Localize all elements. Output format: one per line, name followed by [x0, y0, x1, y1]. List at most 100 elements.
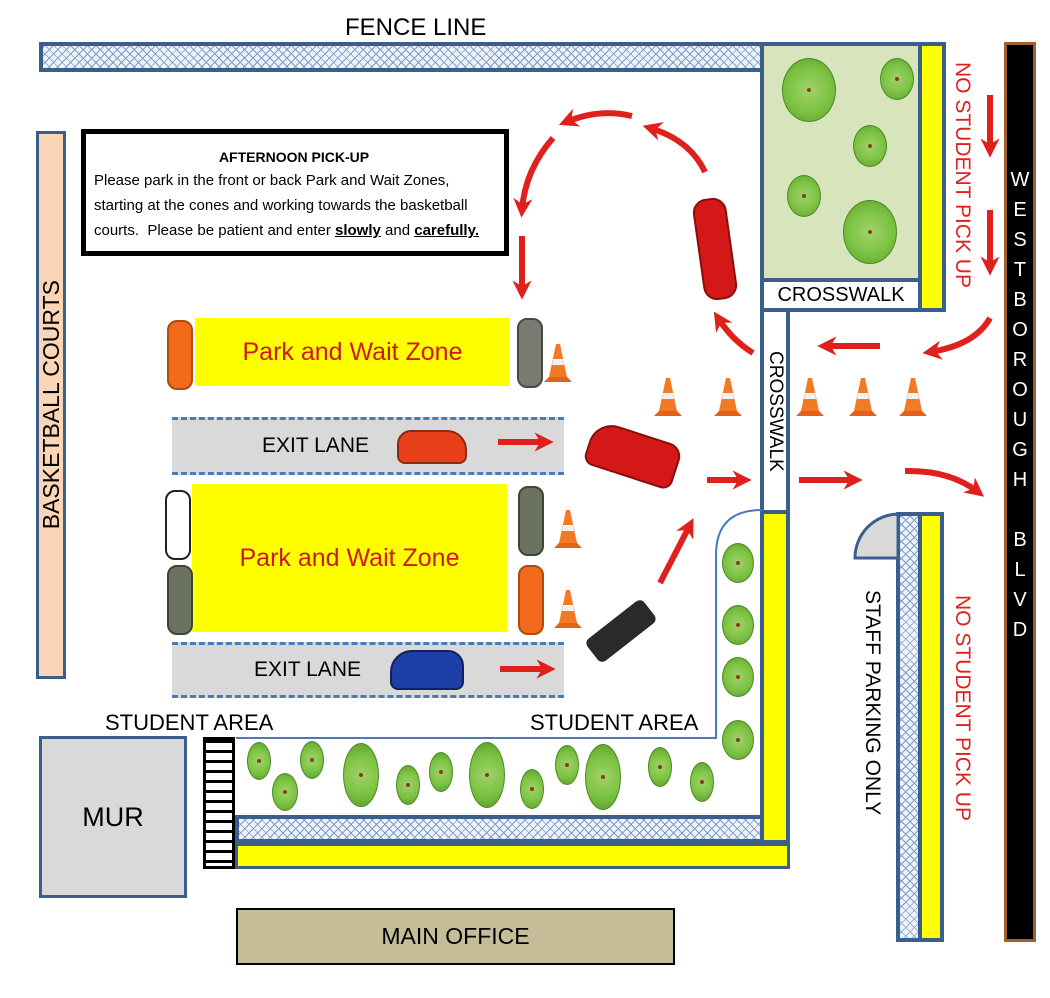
westborough-blvd: W E S T B O R O U G H B L V D [1004, 42, 1036, 942]
car-blue [390, 650, 464, 690]
basketball-courts: BASKETBALL COURTS [36, 131, 66, 679]
top-fence [39, 42, 764, 72]
tree [722, 543, 754, 583]
traffic-cone-icon [554, 510, 582, 548]
tree [555, 745, 579, 785]
car-orange [167, 320, 193, 390]
tree [429, 752, 453, 792]
tree [520, 769, 544, 809]
exit-lane-label: EXIT LANE [262, 434, 369, 457]
car-green [167, 565, 193, 635]
stair-crosswalk [203, 737, 235, 869]
tree [722, 720, 754, 760]
tree [853, 125, 887, 167]
tree [469, 742, 505, 808]
notice-emphasis-carefully: carefully. [414, 222, 479, 239]
exit-lane-1: EXIT LANE [172, 417, 564, 475]
traffic-cone-icon [714, 378, 742, 416]
curb-vertical [760, 510, 790, 844]
staff-parking-label: STAFF PARKING ONLY [861, 590, 884, 816]
street-letter: R [1012, 349, 1028, 371]
car-green [518, 486, 544, 556]
crosswalk-vertical: CROSSWALK [760, 308, 790, 514]
staff-parking-fence [896, 512, 920, 942]
street-letter: S [1013, 229, 1027, 251]
street-letter: G [1012, 439, 1028, 461]
traffic-cone-icon [544, 344, 572, 382]
tree [690, 762, 714, 802]
street-letter: O [1012, 379, 1028, 401]
tree [585, 744, 621, 810]
car-orange [518, 565, 544, 635]
arrow-curve [642, 122, 708, 174]
tree [722, 605, 754, 645]
tree [843, 200, 897, 264]
zone-label: Park and Wait Zone [239, 543, 460, 572]
arrow-curve [513, 136, 556, 218]
zone-label: Park and Wait Zone [242, 337, 463, 366]
arrow-diagonal [657, 518, 694, 585]
mur-building: MUR [39, 736, 187, 898]
no-pickup-curb-bottom [918, 512, 944, 942]
traffic-cone-icon [849, 378, 877, 416]
street-letter: D [1012, 619, 1028, 641]
street-letter: B [1013, 529, 1027, 551]
street-letter: O [1012, 319, 1028, 341]
notice-line: and [380, 222, 415, 239]
park-wait-zone-back: Park and Wait Zone [192, 484, 507, 632]
street-letter: U [1012, 409, 1028, 431]
tree [782, 58, 836, 122]
street-letter: E [1013, 199, 1027, 221]
notice-line: starting at the cones and working toward… [94, 197, 468, 214]
crosswalk-vertical-label: CROSSWALK [765, 350, 786, 472]
tree [396, 765, 420, 805]
tree [880, 58, 914, 100]
no-pickup-label-bottom: NO STUDENT PICK UP [951, 595, 974, 821]
arrow-curve [904, 467, 985, 497]
arrow-curve [558, 108, 633, 127]
street-letter: W [1010, 169, 1030, 191]
exit-lane-2: EXIT LANE [172, 642, 564, 698]
street-letter: B [1013, 289, 1027, 311]
fence-line-label: FENCE LINE [345, 14, 487, 41]
no-pickup-curb-top [918, 46, 942, 308]
traffic-cone-icon [899, 378, 927, 416]
tree [787, 175, 821, 217]
crosswalk-top-label: CROSSWALK [777, 283, 905, 306]
traffic-cone-icon [554, 590, 582, 628]
tree [247, 742, 271, 780]
notice-line: courts. Please be patient and enter [94, 222, 335, 239]
park-wait-zone-front: Park and Wait Zone [195, 318, 510, 386]
street-letter: V [1013, 589, 1027, 611]
street-letter: T [1013, 259, 1027, 281]
street-letter: L [1014, 559, 1026, 581]
traffic-cone-icon [654, 378, 682, 416]
arrow-curve [713, 311, 755, 356]
car-gray [517, 318, 543, 388]
tree [648, 747, 672, 787]
street-letter: H [1012, 469, 1028, 491]
exit-lane-label: EXIT LANE [254, 658, 361, 681]
mur-label: MUR [82, 801, 144, 832]
notice-line: Please park in the front or back Park an… [94, 172, 450, 189]
main-office: MAIN OFFICE [236, 908, 675, 965]
tree [722, 657, 754, 697]
pickup-notice: AFTERNOON PICK-UP Please park in the fro… [81, 129, 509, 256]
arrow-curve [922, 316, 993, 360]
traffic-cone-icon [796, 378, 824, 416]
notice-emphasis-slowly: slowly [335, 222, 381, 239]
bottom-fence [235, 815, 764, 843]
student-area-label-right: STUDENT AREA [530, 710, 699, 735]
main-office-label: MAIN OFFICE [381, 923, 530, 949]
notice-heading: AFTERNOON PICK-UP [218, 149, 370, 165]
bottom-curb [235, 843, 790, 869]
no-pickup-label-top: NO STUDENT PICK UP [951, 62, 974, 288]
tree [343, 743, 379, 807]
car-white [165, 490, 191, 560]
car-vintage-red [397, 430, 467, 464]
crosswalk-top: CROSSWALK [760, 278, 922, 312]
